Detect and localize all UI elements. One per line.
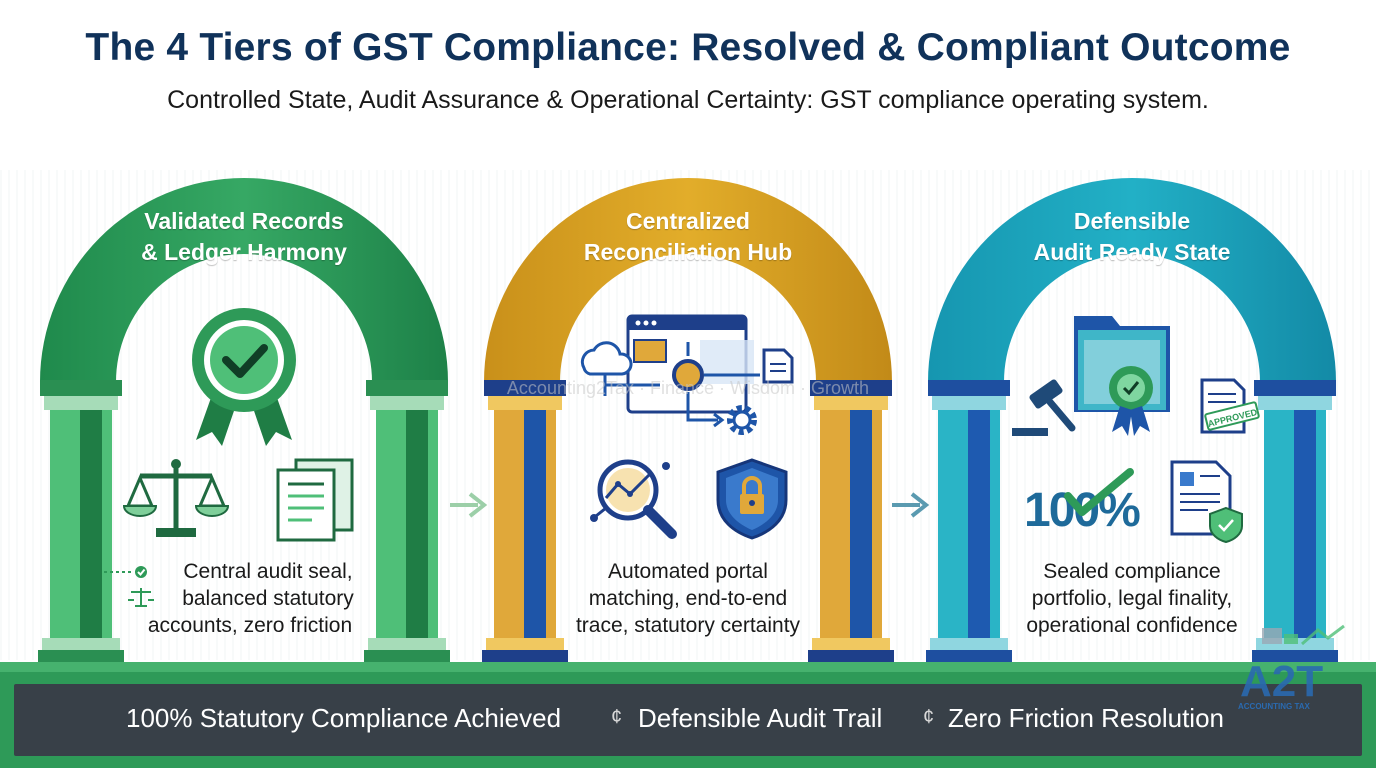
arch-1-desc-line2: balanced statutory: [182, 587, 354, 610]
banner-item-audit-trail: Defensible Audit Trail: [638, 703, 883, 733]
arch-1-description: Central audit seal, balanced statutory a…: [120, 558, 380, 639]
arch-3-desc-line2: portfolio, legal finality,: [1031, 587, 1233, 610]
arch-2-title-line2: Reconciliation Hub: [583, 239, 793, 265]
gavel-icon: [1012, 379, 1076, 436]
banner-item-zero-friction: Zero Friction Resolution: [948, 703, 1224, 733]
gear-icon: [727, 405, 757, 435]
arch-3-teal: [926, 178, 1338, 664]
arch-1-green: [38, 178, 450, 664]
page-title: The 4 Tiers of GST Compliance: Resolved …: [85, 26, 1291, 69]
page-subtitle: Controlled State, Audit Assurance & Oper…: [167, 86, 1209, 114]
arch-3-title-line2: Audit Ready State: [1033, 239, 1231, 265]
arch-2-title-line1: Centralized: [626, 208, 750, 234]
balance-scale-icon: [122, 459, 230, 537]
arch-2-desc-line1: Automated portal: [608, 560, 768, 583]
award-seal-icon: [192, 308, 296, 446]
watermark: Accounting2Tax · Finance · Wisdom · Grow…: [506, 378, 870, 398]
arch-2-desc-line3: trace, statutory certainty: [575, 614, 801, 637]
banner-separator-icon: ¢: [923, 706, 935, 728]
arch-1-title: Validated Records & Ledger Harmony: [94, 206, 394, 268]
dashboard-hub-icon: [605, 314, 760, 428]
shield-lock-icon: [716, 458, 788, 540]
a2t-logo: A2T: [1240, 624, 1345, 704]
bullet-scale-icon: [128, 588, 154, 607]
arch-3-desc-line3: operational confidence: [1026, 614, 1238, 637]
logo-caption: ACCOUNTING TAX: [1238, 702, 1310, 711]
outcome-banner: [14, 684, 1362, 756]
banner-item-compliance: 100% Statutory Compliance Achieved: [126, 703, 562, 733]
arch-1-desc-line1: Central audit seal,: [183, 560, 353, 583]
logo-letters: A2T: [1240, 657, 1323, 704]
floor-edge: [0, 662, 1376, 672]
arch-3-title: Defensible Audit Ready State: [982, 206, 1282, 268]
approved-stamp-icon: APPROVED: [1200, 378, 1260, 434]
arch-1-title-line1: Validated Records: [144, 208, 344, 234]
magnifier-chart-icon: [590, 459, 677, 539]
certified-document-icon: [1170, 460, 1243, 544]
arch-1-title-line2: & Ledger Harmony: [141, 239, 347, 265]
folder-seal-icon: [1074, 316, 1170, 436]
cloud-icon: [580, 341, 633, 396]
banner-separator-icon: ¢: [611, 706, 623, 728]
arch-1-desc-line3: accounts, zero friction: [147, 614, 353, 637]
arch-2-desc-line2: matching, end-to-end: [588, 587, 788, 610]
file-icon: [762, 348, 794, 384]
hundred-percent-icon: 100%: [1024, 468, 1142, 537]
arrow-1-icon: [450, 492, 488, 518]
arrow-2-icon: [892, 492, 930, 518]
arch-3-description: Sealed compliance portfolio, legal final…: [1002, 558, 1262, 639]
arch-2-description: Automated portal matching, end-to-end tr…: [558, 558, 818, 639]
ledger-document-icon: [276, 458, 354, 542]
bullet-check-icon: [104, 566, 147, 578]
arch-3-desc-line1: Sealed compliance: [1043, 560, 1221, 583]
arch-2-title: Centralized Reconciliation Hub: [538, 206, 838, 268]
arch-3-title-line1: Defensible: [1073, 208, 1191, 234]
arch-2-gold: [482, 178, 894, 664]
